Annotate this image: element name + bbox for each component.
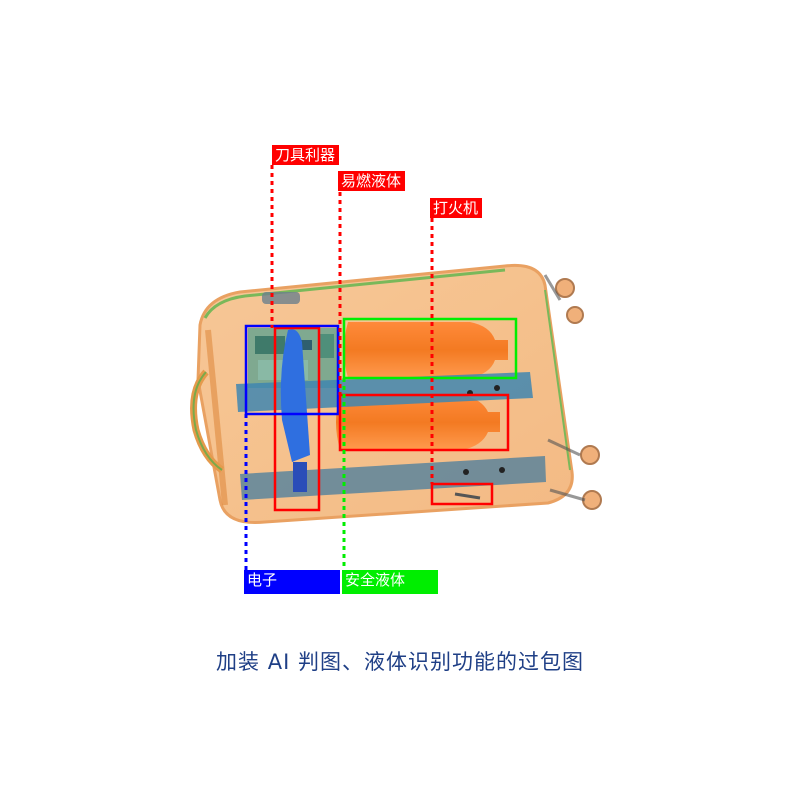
knife-bbox	[273, 326, 321, 512]
bottle-lower-xray	[336, 395, 500, 450]
safe-liquid-bbox	[342, 317, 518, 380]
lighter-bbox	[430, 482, 494, 506]
label-knife: 刀具利器	[272, 145, 340, 165]
label-electronics: 电子	[244, 570, 340, 590]
knife-xray	[280, 329, 310, 492]
lighter-xray	[454, 492, 481, 500]
label-safe-liquid: 安全液体	[342, 570, 438, 590]
flammable-liquid-bbox	[338, 393, 510, 452]
label-lighter: 打火机	[430, 198, 483, 218]
electronics-bbox	[244, 324, 340, 416]
bottle-upper-xray	[344, 322, 508, 378]
metal-rails-xray	[236, 372, 546, 500]
label-flammable-liquid: 易燃液体	[338, 171, 406, 191]
detection-overlays	[244, 165, 518, 594]
image-caption: 加装 AI 判图、液体识别功能的过包图	[216, 650, 584, 674]
